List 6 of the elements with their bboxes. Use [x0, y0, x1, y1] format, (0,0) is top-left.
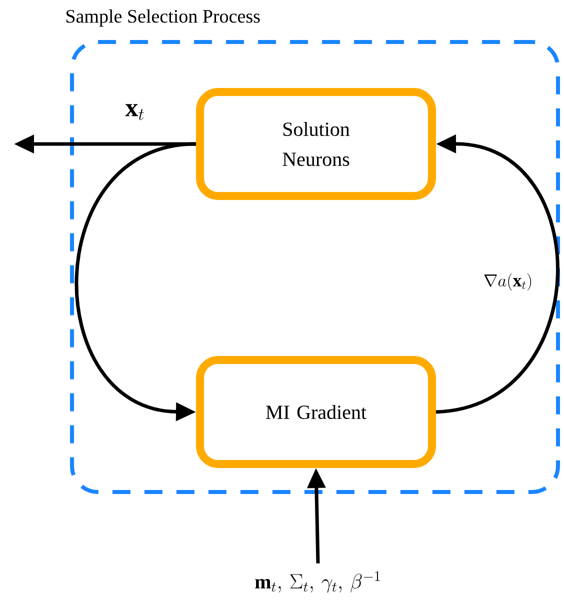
edge-label: $\mathbf{x}_t$ — [123, 102, 147, 122]
process-box: MI Gradient — [196, 356, 436, 468]
edge-label: $\nabla a(\mathbf{x}_t)$ — [481, 271, 535, 293]
input-formula: $\mathbf{m}_t,\, \Sigma_t,\, \gamma_t,\, \beta^{-1}$ — [255, 571, 380, 593]
process-box: Solution Neurons — [196, 88, 436, 200]
container-title: Sample Selection Process — [66, 9, 260, 27]
